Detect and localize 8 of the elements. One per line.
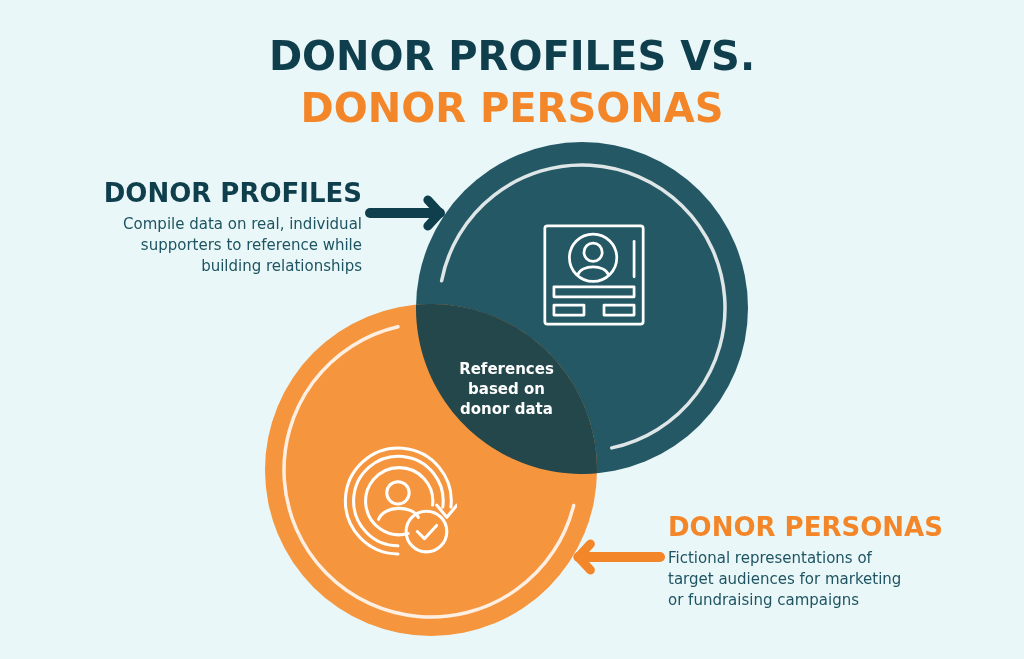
title: DONOR PROFILES VS. DONOR PERSONAS: [268, 32, 756, 133]
overlap-label: References based on donor data: [458, 359, 555, 419]
section-heading: DONOR PROFILES: [103, 177, 362, 210]
section-heading: DONOR PERSONAS: [668, 511, 943, 544]
arrow: [365, 195, 445, 231]
arrow: [573, 539, 665, 575]
description-text: Compile data on real, individual supporters to reference while building relationships: [122, 214, 362, 277]
description-text: Fictional representations of target audiences for marketing or fundraising campaigns: [668, 548, 903, 611]
